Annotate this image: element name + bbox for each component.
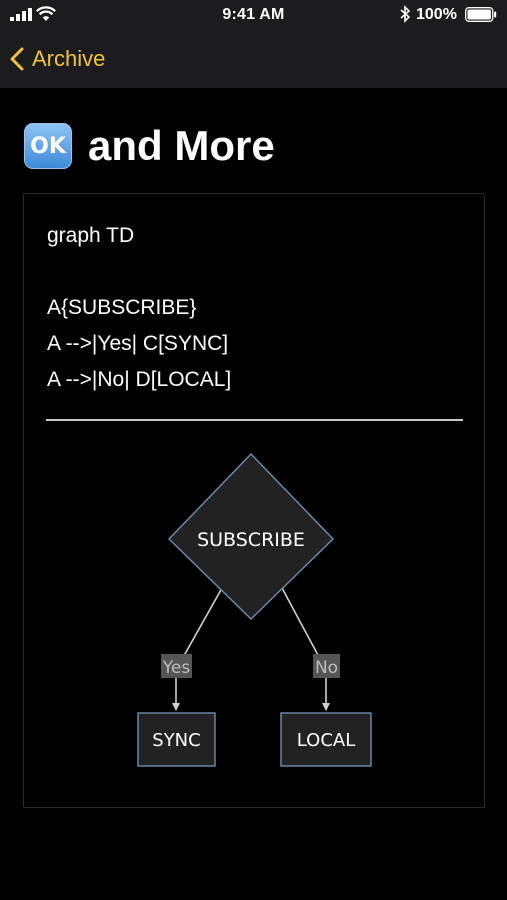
- ok-button-emoji-icon: OK: [24, 123, 72, 169]
- back-button-label: Archive: [32, 46, 106, 71]
- page-title-text: and More: [88, 122, 275, 169]
- process-node-sync: SYNC: [137, 712, 216, 767]
- edge-label-no-text: No: [315, 658, 338, 678]
- decision-node-subscribe: SUBSCRIBE: [168, 452, 334, 620]
- code-line: A{SUBSCRIBE}: [47, 296, 197, 319]
- process-node-sync-label: SYNC: [152, 730, 200, 751]
- edge-label-yes-text: Yes: [162, 658, 191, 678]
- edge-yes-line: [172, 587, 223, 711]
- page-title: OK and More: [24, 120, 275, 172]
- chevron-left-icon: [10, 47, 24, 71]
- battery-percentage: 100%: [416, 6, 457, 23]
- decision-node-label: SUBSCRIBE: [197, 529, 305, 551]
- cellular-signal-icon: [10, 8, 32, 21]
- edge-label-no: No: [313, 654, 340, 678]
- divider: [46, 419, 463, 421]
- edge-label-yes: Yes: [161, 654, 192, 678]
- navigation-bar: Archive: [0, 30, 507, 88]
- status-bar: 9:41 AM 100%: [0, 0, 507, 30]
- wifi-icon: [36, 6, 56, 21]
- status-time: 9:41 AM: [222, 6, 285, 23]
- process-node-local: LOCAL: [280, 712, 372, 767]
- battery-icon: [465, 7, 497, 22]
- back-button[interactable]: Archive: [10, 42, 105, 76]
- edge-no-line: [281, 587, 330, 711]
- code-line: graph TD: [47, 224, 135, 247]
- content-card: graph TD A{SUBSCRIBE} A -->|Yes| C[SYNC]…: [23, 193, 485, 808]
- flowchart-diagram: SUBSCRIBE Yes No SYNC LOCAL: [137, 452, 372, 767]
- code-line: A -->|No| D[LOCAL]: [47, 368, 232, 391]
- process-node-local-label: LOCAL: [297, 730, 355, 751]
- code-line: A -->|Yes| C[SYNC]: [47, 332, 229, 355]
- bluetooth-icon: [400, 5, 411, 23]
